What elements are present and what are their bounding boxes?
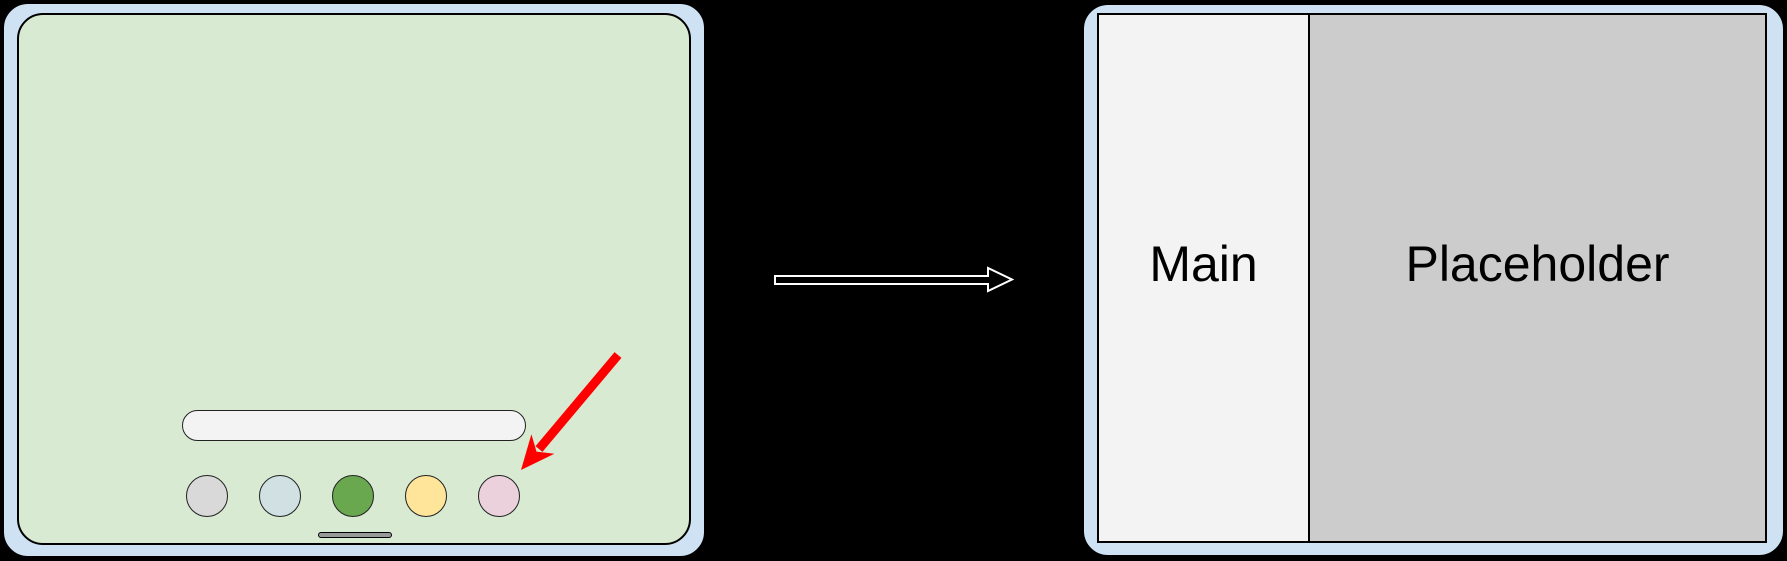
tap-indicator-arrow-icon <box>521 352 622 470</box>
home-indicator-bar <box>318 532 392 538</box>
app-icon-green[interactable] <box>332 475 374 517</box>
transition-arrow-icon <box>774 266 1015 293</box>
taskbar-search-pill[interactable] <box>182 410 526 441</box>
placeholder-pane: Placeholder <box>1310 15 1765 541</box>
app-icon-blue[interactable] <box>259 475 301 517</box>
tap-arrow-head <box>521 434 555 470</box>
tap-arrow-shaft <box>535 352 622 452</box>
app-icon-yellow[interactable] <box>405 475 447 517</box>
main-activity-pane: Main <box>1099 15 1310 541</box>
app-icon-pink[interactable] <box>478 475 520 517</box>
main-pane-label: Main <box>1149 236 1258 292</box>
tablet-after-frame: Main Placeholder <box>1082 3 1785 557</box>
tablet-before-frame <box>2 2 706 558</box>
transition-arrow-shape <box>774 266 1015 293</box>
app-icon-gray[interactable] <box>186 475 228 517</box>
tablet-before-screen <box>17 13 691 545</box>
placeholder-pane-label: Placeholder <box>1405 236 1670 292</box>
tablet-after-screen: Main Placeholder <box>1097 13 1767 543</box>
